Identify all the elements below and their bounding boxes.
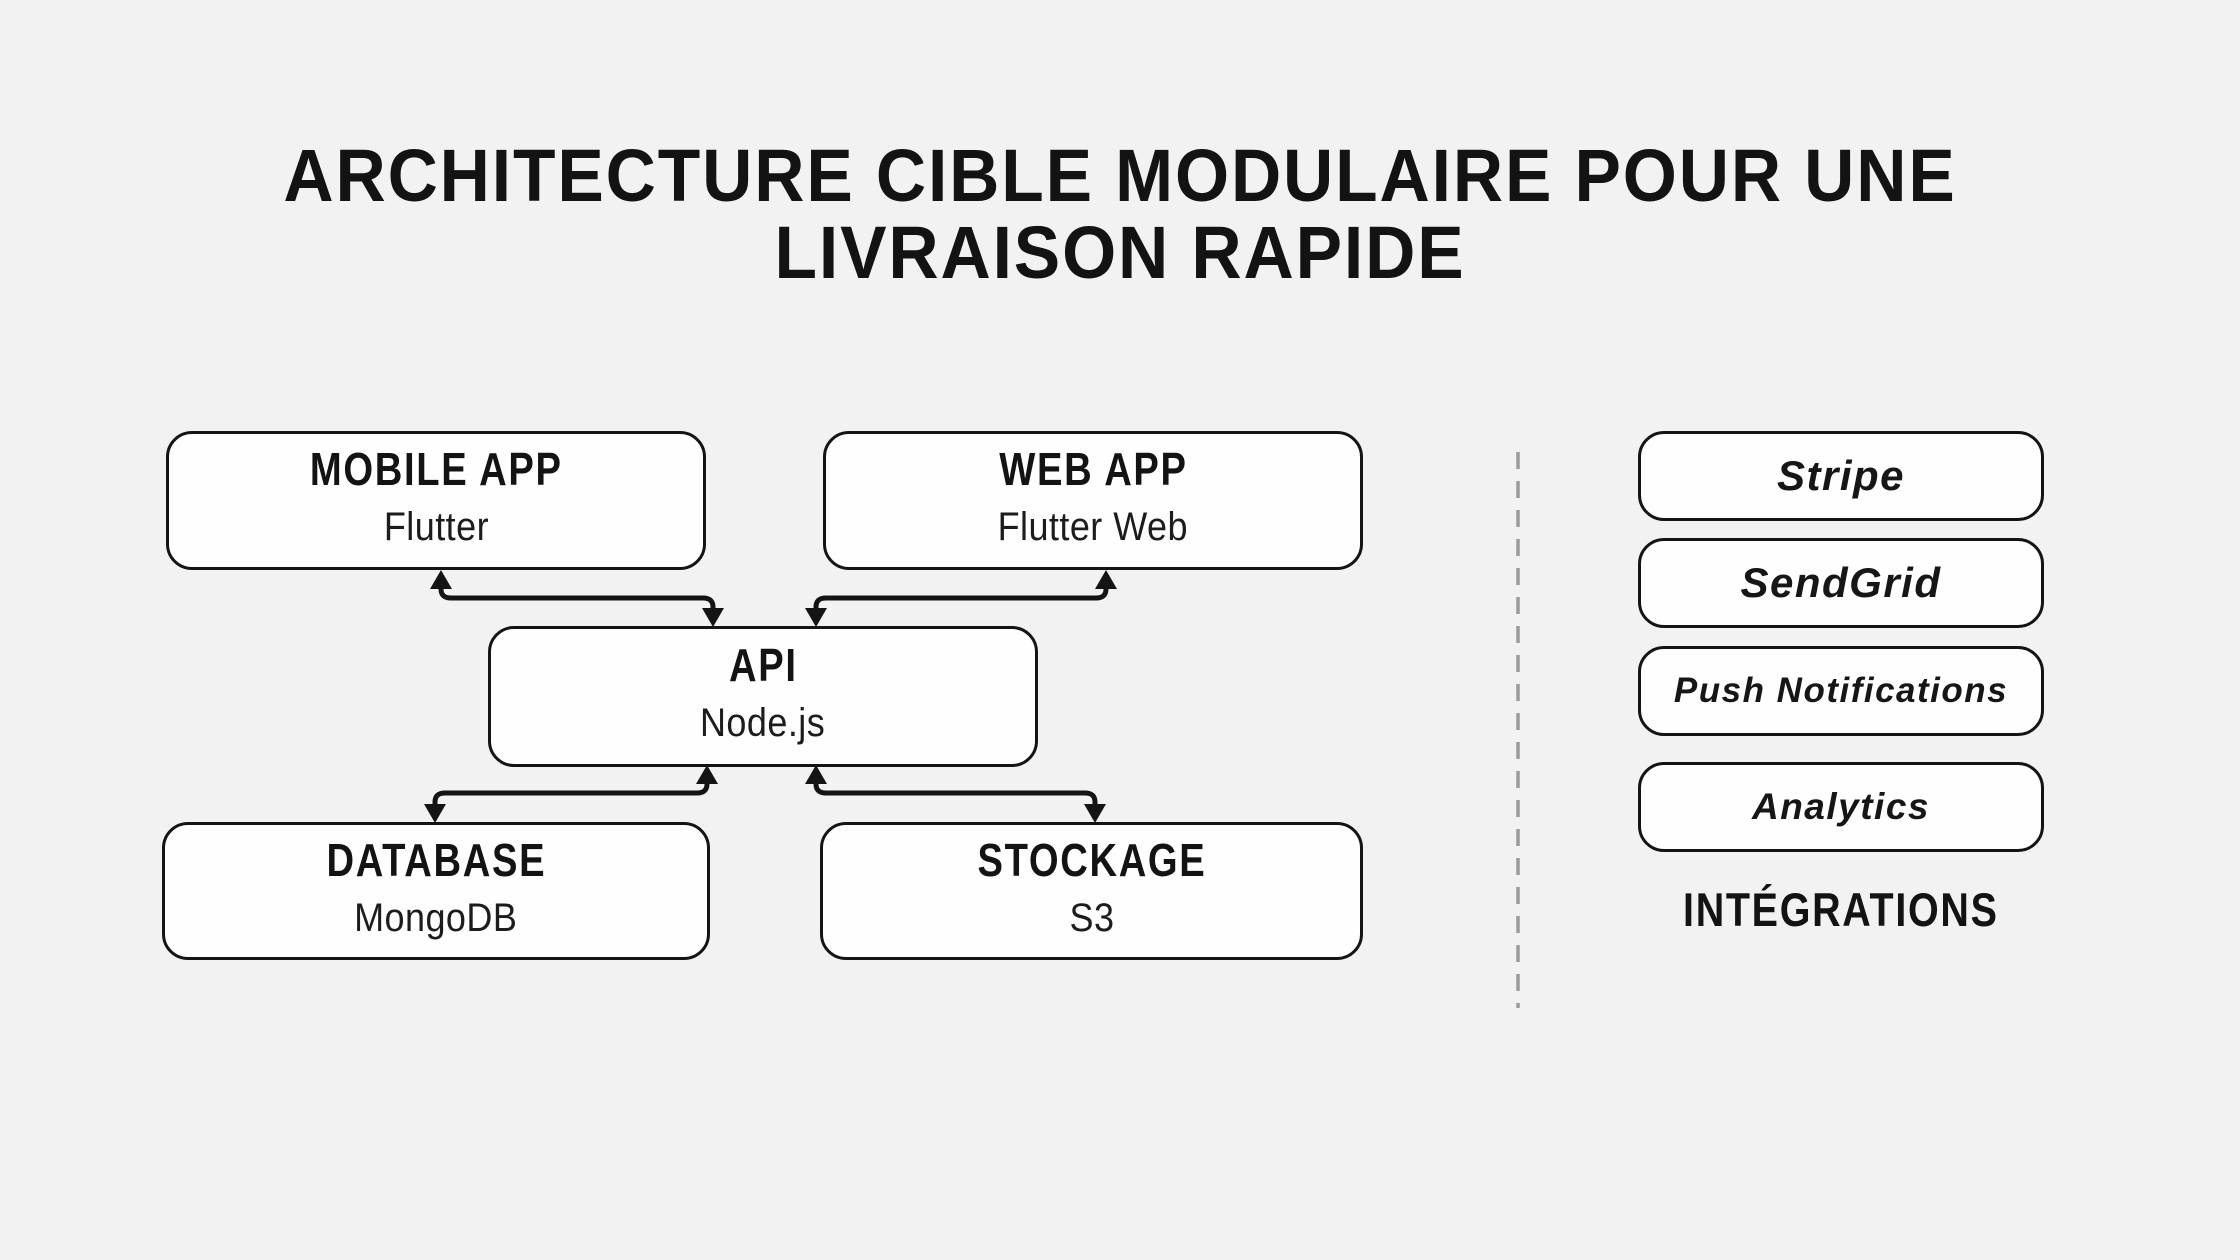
node-web-app: WEB APP Flutter Web bbox=[823, 431, 1363, 570]
integration-label: Stripe bbox=[1776, 452, 1906, 499]
node-api: API Node.js bbox=[488, 626, 1038, 767]
arrow-api-stockage bbox=[805, 765, 1106, 823]
node-title: WEB APP bbox=[998, 443, 1188, 495]
page-title: ARCHITECTURE CIBLE MODULAIRE POUR UNE LI… bbox=[0, 137, 2240, 291]
integration-pill-analytics: Analytics bbox=[1638, 762, 2044, 852]
page-title-line-2: LIVRAISON RAPIDE bbox=[774, 211, 1466, 294]
integration-label: SendGrid bbox=[1740, 559, 1942, 606]
page-title-line-1: ARCHITECTURE CIBLE MODULAIRE POUR UNE bbox=[283, 134, 1957, 217]
integration-label: Push Notifications bbox=[1673, 671, 2009, 710]
node-title: STOCKAGE bbox=[977, 833, 1206, 886]
integration-pill-stripe: Stripe bbox=[1638, 431, 2044, 521]
node-subtitle: Flutter Web bbox=[997, 505, 1189, 549]
arrow-mobile-api bbox=[430, 570, 724, 627]
node-subtitle: S3 bbox=[1069, 895, 1114, 940]
node-stockage: STOCKAGE S3 bbox=[820, 822, 1363, 960]
arrow-api-database bbox=[424, 765, 718, 823]
node-title: API bbox=[728, 639, 798, 691]
integration-pill-sendgrid: SendGrid bbox=[1638, 538, 2044, 628]
integration-label: Analytics bbox=[1751, 786, 1930, 827]
node-subtitle: MongoDB bbox=[354, 895, 518, 940]
integrations-section-title: INTÉGRATIONS bbox=[1683, 883, 1999, 936]
arrow-web-api bbox=[805, 570, 1117, 627]
node-subtitle: Node.js bbox=[700, 701, 826, 745]
node-mobile-app: MOBILE APP Flutter bbox=[166, 431, 706, 570]
integration-pill-push-notifications: Push Notifications bbox=[1638, 646, 2044, 736]
node-database: DATABASE MongoDB bbox=[162, 822, 710, 960]
node-subtitle: Flutter bbox=[383, 505, 489, 549]
node-title: DATABASE bbox=[326, 833, 546, 886]
node-title: MOBILE APP bbox=[309, 443, 563, 495]
